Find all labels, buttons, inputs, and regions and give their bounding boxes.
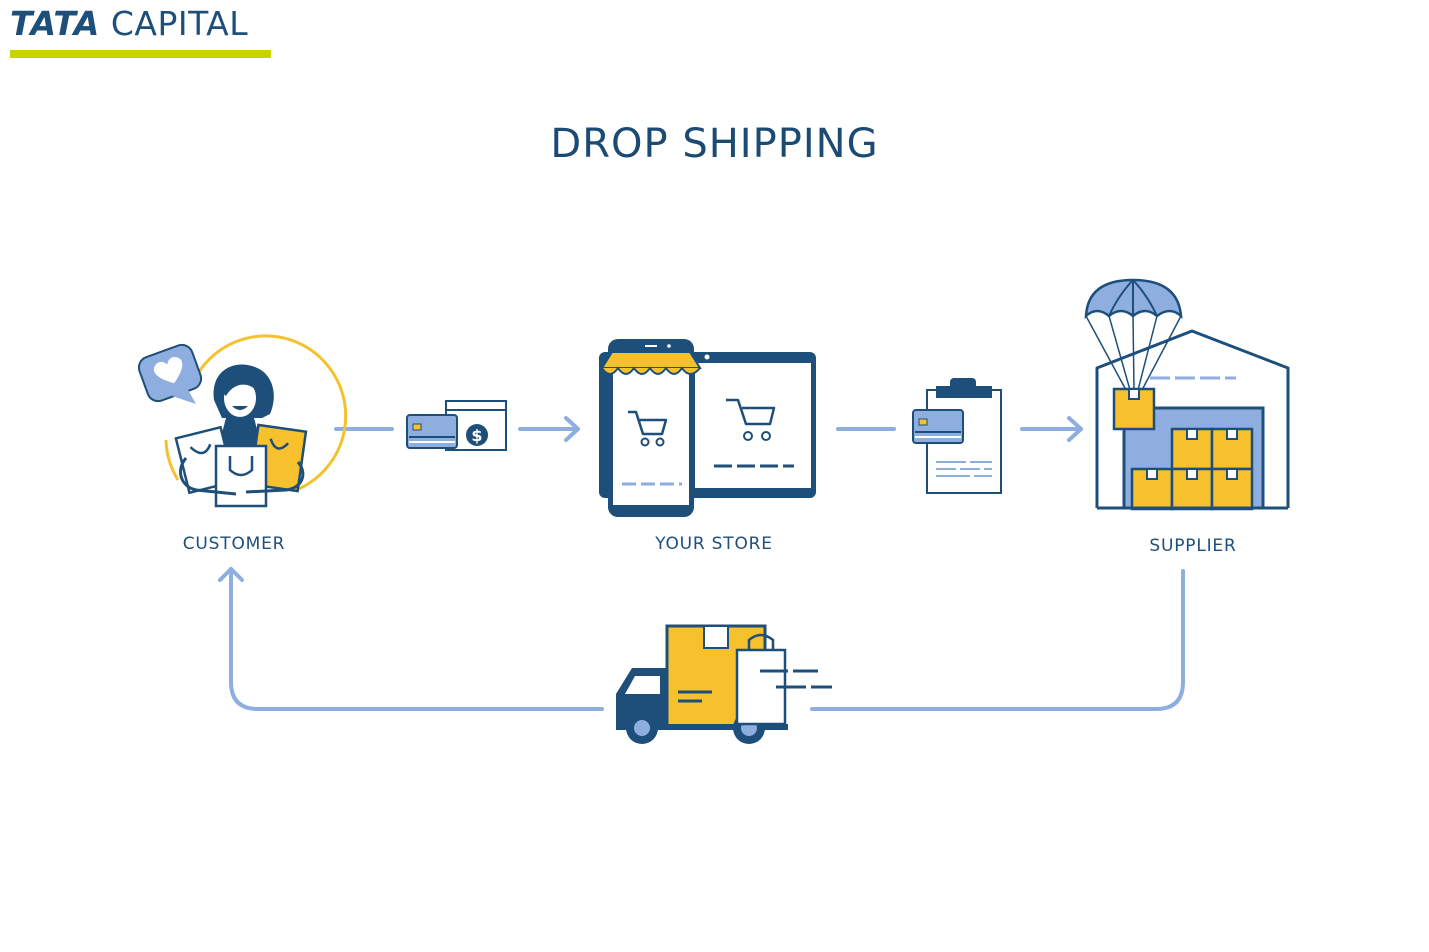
node-label-customer: CUSTOMER	[182, 534, 286, 554]
warehouse-parachute-icon	[1084, 278, 1290, 511]
heart-chat-icon	[137, 343, 203, 404]
brand-name-bold: TATA	[10, 4, 100, 43]
diagram-title: DROP SHIPPING	[550, 121, 879, 167]
brand-name-regular: CAPITAL	[110, 4, 249, 43]
phone-and-tablet-store-icon	[599, 339, 816, 517]
brand-logo-text: TATA CAPITAL	[10, 4, 248, 44]
node-label-your-store: YOUR STORE	[655, 534, 773, 554]
svg-text:$: $	[471, 426, 482, 445]
parachute-icon	[1084, 278, 1183, 431]
connector-supplier-to-truck	[810, 569, 1185, 711]
flow-connectors	[218, 416, 1185, 711]
arrow-payment-to-store	[518, 416, 580, 442]
delivery-truck-icon	[616, 624, 832, 744]
card-and-cash-icon: $	[406, 400, 507, 451]
brand-logo-underline	[10, 50, 271, 58]
customer-with-bags-icon	[137, 334, 348, 508]
arrow-order-to-supplier	[1020, 416, 1083, 442]
clipboard-order-icon	[912, 378, 1002, 494]
node-label-supplier: SUPPLIER	[1149, 536, 1237, 556]
arrow-truck-to-customer	[218, 567, 604, 711]
brand-logo: TATA CAPITAL	[10, 4, 272, 60]
